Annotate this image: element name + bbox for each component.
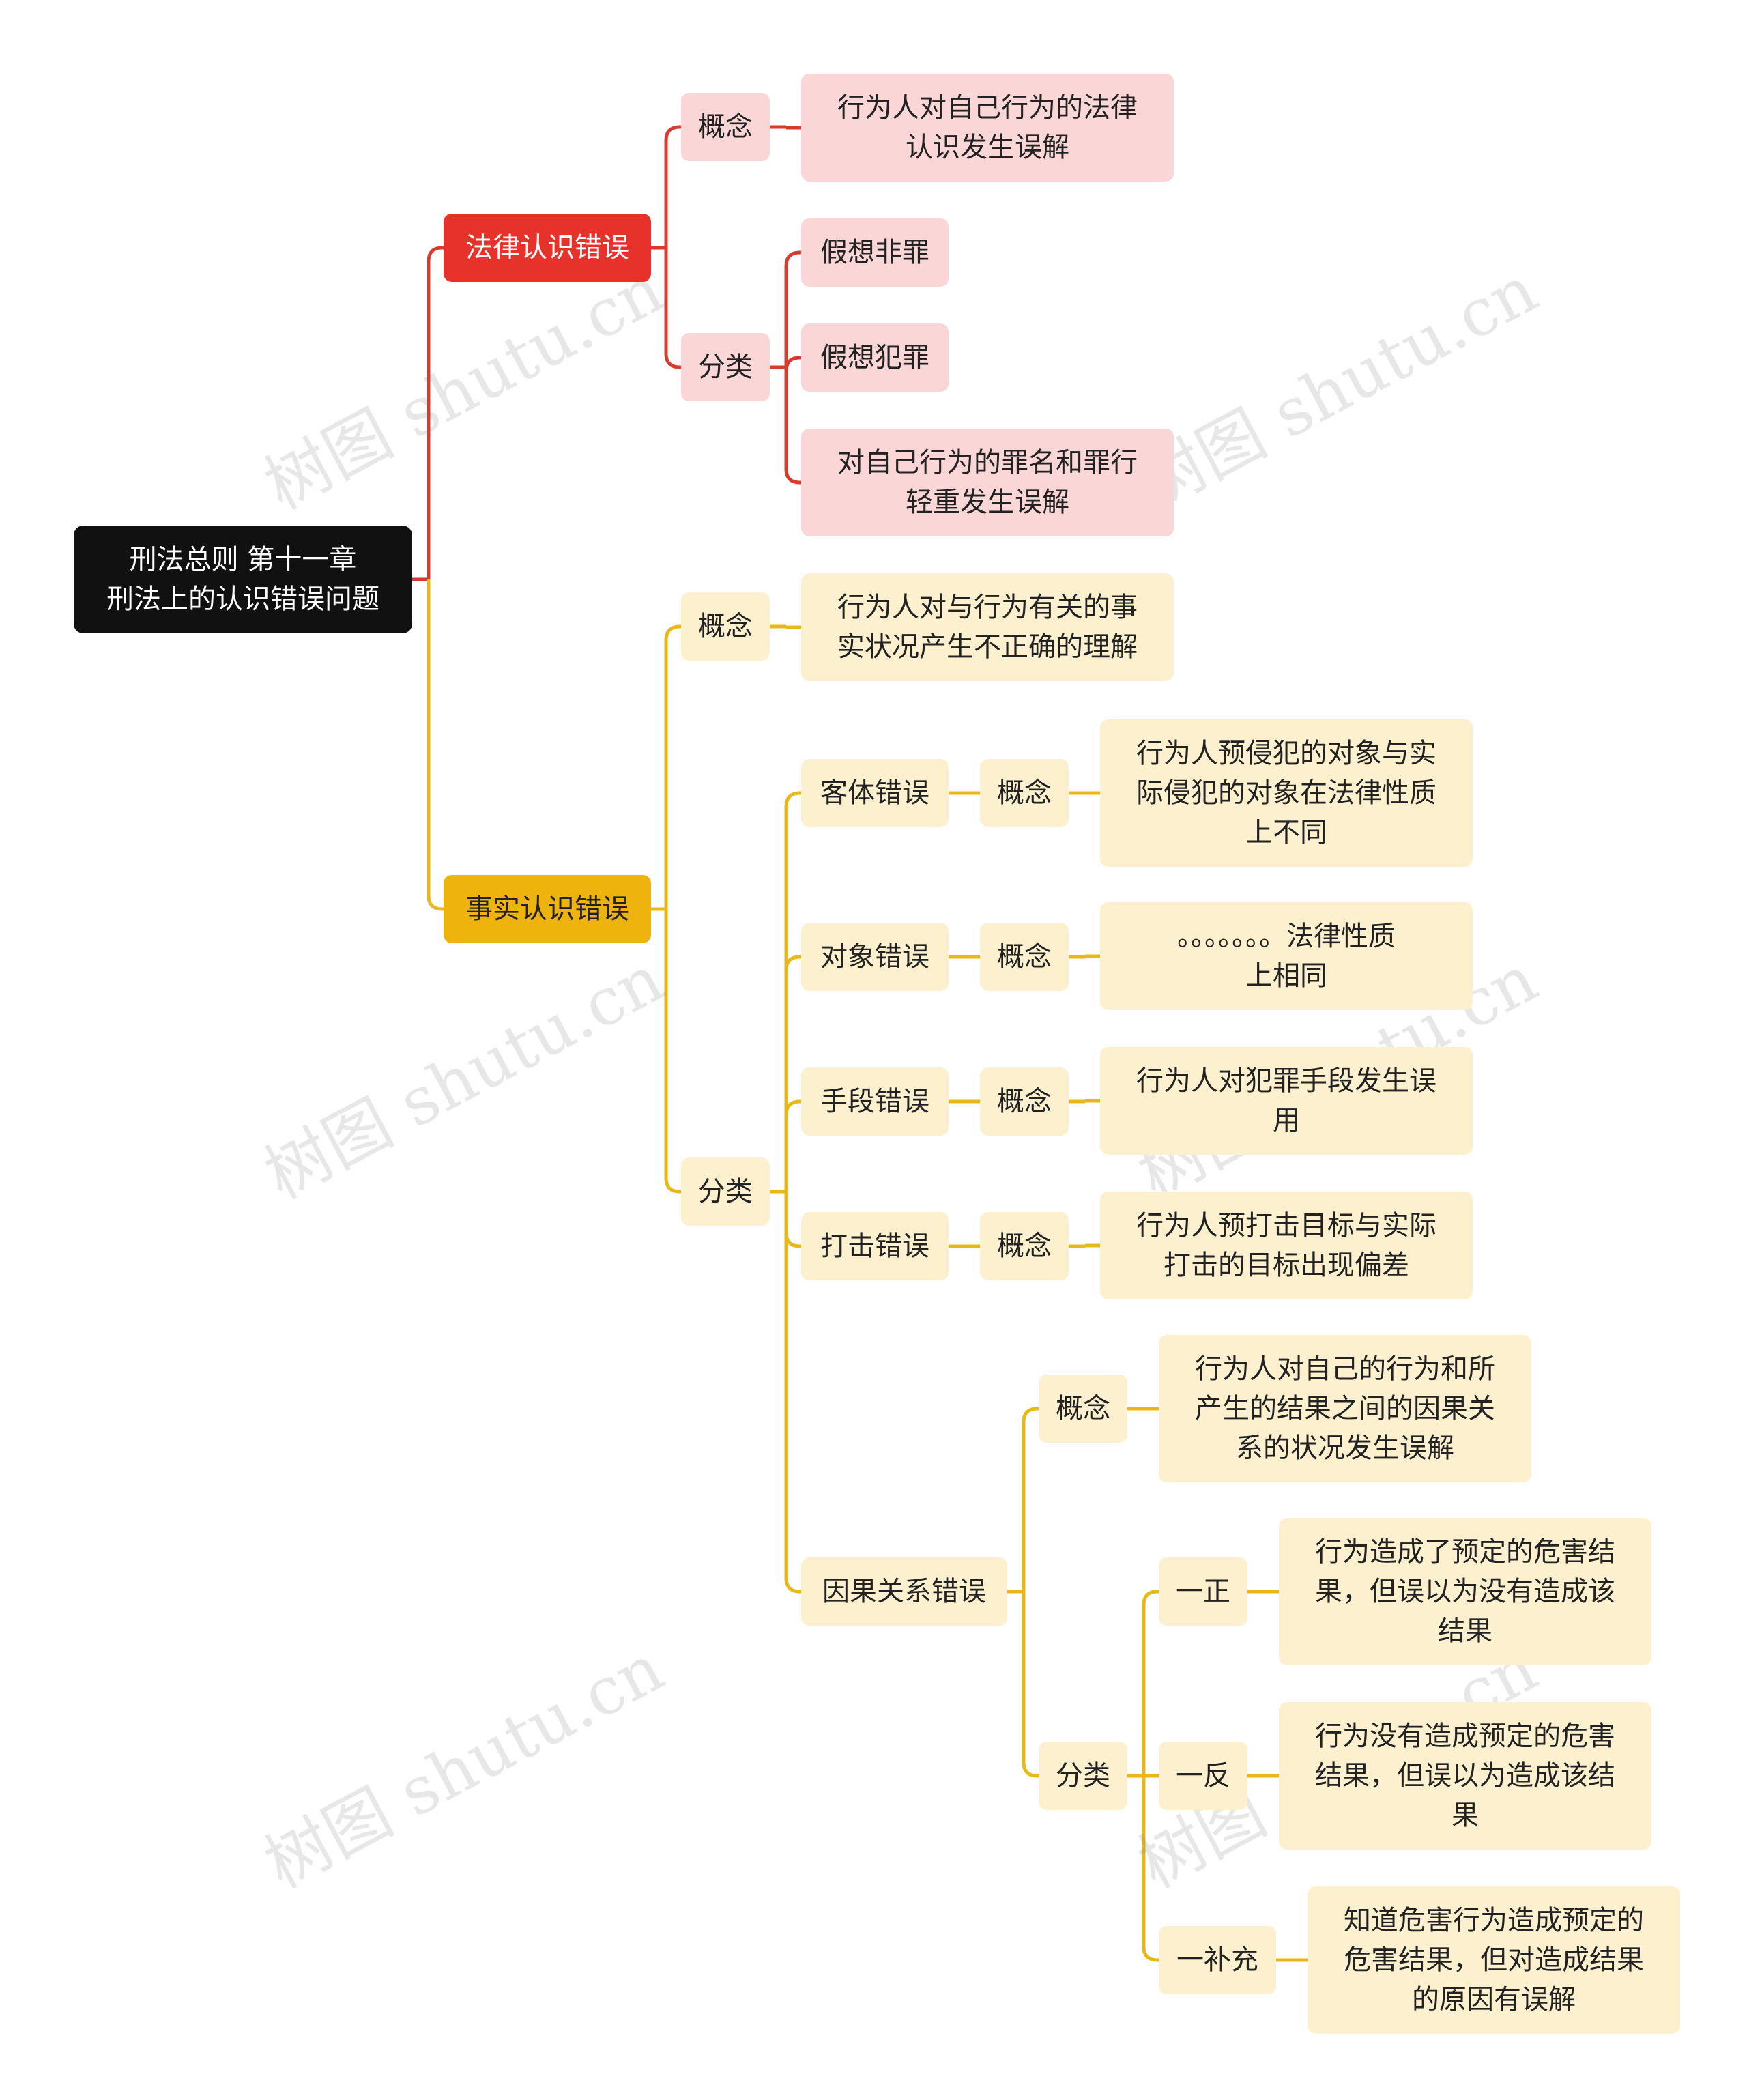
strike-error-concept-text[interactable]: 行为人预打击目标与实际 打击的目标出现偏差 — [1100, 1192, 1473, 1299]
object-error-concept-text[interactable]: 行为人预侵犯的对象与实 际侵犯的对象在法律性质 上不同 — [1100, 719, 1473, 867]
connector-line — [784, 367, 801, 485]
causal-type-label[interactable]: 一正 — [1159, 1557, 1247, 1626]
connector-line — [784, 1099, 801, 1192]
legal-concept-text[interactable]: 行为人对自己行为的法律 认识发生误解 — [801, 74, 1174, 182]
causal-error[interactable]: 因果关系错误 — [801, 1557, 1007, 1626]
target-error-concept-label[interactable]: 概念 — [980, 923, 1069, 991]
means-error-concept-text[interactable]: 行为人对犯罪手段发生误 用 — [1100, 1047, 1473, 1155]
means-error[interactable]: 手段错误 — [801, 1067, 949, 1136]
connector-line — [1142, 1590, 1159, 1776]
target-error[interactable]: 对象错误 — [801, 923, 949, 991]
connector-line — [784, 955, 801, 1192]
connector-line — [784, 356, 801, 372]
causal-type-text[interactable]: 行为造成了预定的危害结 果，但误以为没有造成该 结果 — [1279, 1518, 1651, 1665]
connector-line — [664, 909, 681, 1194]
legal-class-item[interactable]: 假想非罪 — [801, 218, 949, 287]
fact-concept-text[interactable]: 行为人对与行为有关的事 实状况产生不正确的理解 — [801, 573, 1174, 681]
strike-error-concept-label[interactable]: 概念 — [980, 1212, 1069, 1280]
target-error-concept-text[interactable]: 。。。。。。。法律性质 上相同 — [1100, 902, 1473, 1010]
connector-line — [664, 624, 681, 909]
causal-type-label[interactable]: 一反 — [1159, 1742, 1247, 1810]
causal-error-concept-label[interactable]: 概念 — [1039, 1375, 1127, 1443]
connector-line — [784, 1192, 801, 1594]
connector-line — [664, 125, 681, 248]
connector-line — [784, 791, 801, 1192]
causal-type-text[interactable]: 知道危害行为造成预定的 危害结果，但对造成结果 的原因有误解 — [1308, 1886, 1680, 2034]
connector-line — [1022, 1592, 1039, 1778]
fact-class-label[interactable]: 分类 — [681, 1157, 770, 1226]
fact-concept-label[interactable]: 概念 — [681, 592, 770, 661]
causal-error-concept-text[interactable]: 行为人对自己的行为和所 产生的结果之间的因果关 系的状况发生误解 — [1159, 1335, 1531, 1482]
legal-class-item[interactable]: 假想犯罪 — [801, 323, 949, 392]
connector-line — [784, 1192, 801, 1248]
connector-line — [1022, 1407, 1039, 1592]
legal-class-item[interactable]: 对自己行为的罪名和罪行 轻重发生误解 — [801, 429, 1174, 536]
causal-error-class-label[interactable]: 分类 — [1039, 1742, 1127, 1810]
root-topic[interactable]: 刑法总则 第十一章 刑法上的认识错误问题 — [74, 526, 412, 633]
strike-error[interactable]: 打击错误 — [801, 1212, 949, 1280]
connector-line — [427, 579, 444, 911]
legal-concept-label[interactable]: 概念 — [681, 93, 770, 161]
legal-class-label[interactable]: 分类 — [681, 333, 770, 401]
connector-line — [784, 250, 801, 367]
causal-type-label[interactable]: 一补充 — [1159, 1926, 1276, 1994]
connector-line — [1142, 1776, 1159, 1962]
connector-line — [427, 246, 444, 579]
means-error-concept-label[interactable]: 概念 — [980, 1067, 1069, 1136]
connector-line — [664, 248, 681, 369]
causal-type-text[interactable]: 行为没有造成预定的危害 结果，但误以为造成该结 果 — [1279, 1702, 1651, 1850]
object-error-concept-label[interactable]: 概念 — [980, 759, 1069, 827]
topic-fact-error[interactable]: 事实认识错误 — [444, 875, 651, 943]
object-error[interactable]: 客体错误 — [801, 759, 949, 827]
topic-legal-error[interactable]: 法律认识错误 — [444, 214, 651, 282]
